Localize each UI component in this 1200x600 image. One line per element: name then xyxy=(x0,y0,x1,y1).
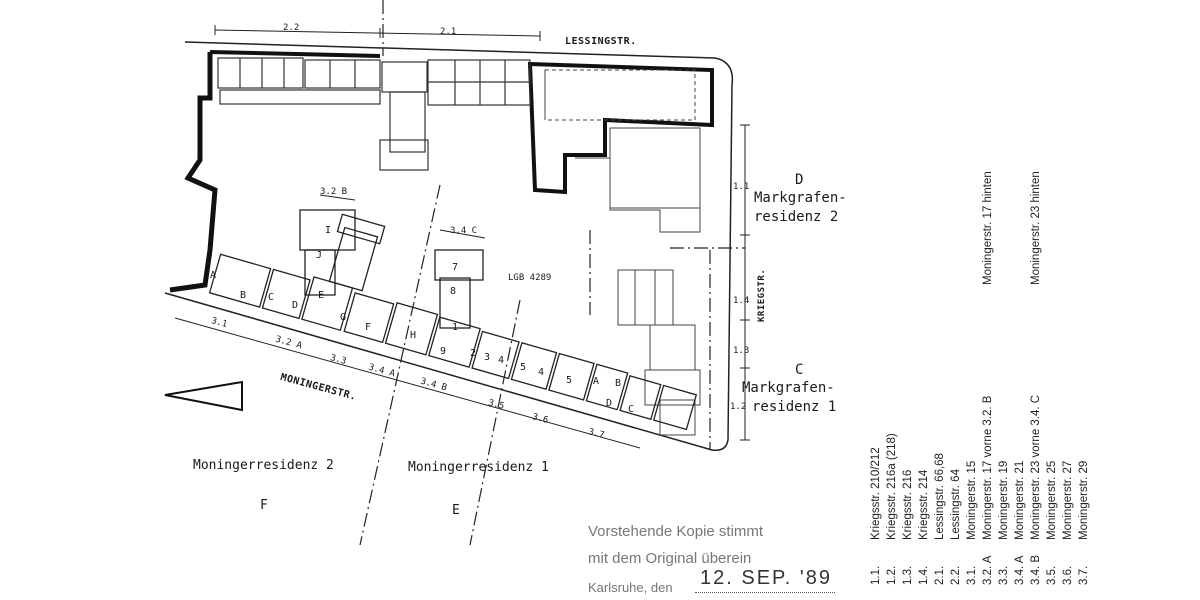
legend-code: 3.2. A xyxy=(982,555,994,585)
residence-c-line2: residenz 1 xyxy=(752,399,837,415)
legend-address: Kriegsstr. 216a (218) xyxy=(886,433,898,540)
lessingstr-edge xyxy=(184,41,716,59)
stamp-line-1: Vorstehende Kopie stimmt xyxy=(588,523,764,540)
block-boundary-west xyxy=(169,52,218,293)
residence-c-line1: Markgrafen- xyxy=(742,380,835,396)
zone-f-letter: F xyxy=(260,498,268,513)
residence-d-line2: residenz 2 xyxy=(754,209,839,225)
unit-label: 7 xyxy=(452,262,459,273)
unit-label: C xyxy=(268,292,275,303)
dim-right-3: 1.3 xyxy=(733,346,750,356)
zone-dividers xyxy=(359,0,745,546)
residence-d-letter: D xyxy=(795,172,804,188)
unit-label: I xyxy=(325,225,332,236)
unit-label: 8 xyxy=(450,286,457,297)
residence-moninger-1: Moningerresidenz 1 xyxy=(408,460,549,475)
unit-label: 9 xyxy=(440,346,447,357)
legend-address: Kriegsstr. 210/212 xyxy=(870,447,882,540)
legend-code: 3.4. B xyxy=(1030,554,1042,585)
stamp-line-3-prefix: Karlsruhe, den xyxy=(588,580,673,595)
unit-label: B xyxy=(240,290,247,301)
dim-top-2: 2.1 xyxy=(440,27,457,37)
south-buildings xyxy=(208,213,698,431)
unit-label: D xyxy=(606,398,613,409)
legend-code: 2.2. xyxy=(950,565,962,585)
legend-code: 3.6. xyxy=(1062,565,1074,585)
legend-code: 1.1. xyxy=(870,565,882,585)
unit-label: 2 xyxy=(470,348,477,359)
legend-address: Moningerstr. 29 xyxy=(1078,460,1090,540)
unit-label: E xyxy=(318,290,325,301)
kriegstr-edge xyxy=(711,57,734,452)
legend-address: Kriegsstr. 216 xyxy=(902,469,914,540)
legend-address: Moningerstr. 27 xyxy=(1062,460,1074,540)
courtyard-wings xyxy=(299,209,484,329)
unit-label: J xyxy=(316,250,323,261)
legend-address-rear: Moningerstr. 23 hinten xyxy=(1030,171,1042,285)
legend-address: Lessingstr. 66,68 xyxy=(934,453,946,540)
legend-address: Moningerstr. 17 vorne 3.2. B xyxy=(982,395,994,540)
east-buildings xyxy=(617,269,701,436)
legend-code: 3.7. xyxy=(1078,565,1090,585)
legend-code: 3.5. xyxy=(1046,565,1058,585)
legend-address: Moningerstr. 19 xyxy=(998,460,1010,540)
unit-label: B xyxy=(615,378,622,389)
legend-address: Moningerstr. 23 vorne 3.4. C xyxy=(1030,394,1042,540)
unit-label: H xyxy=(410,330,417,341)
unit-label: F xyxy=(365,322,372,333)
dim-right-2: 1.4 xyxy=(733,296,750,306)
stamp-date-underline xyxy=(695,592,835,593)
unit-label: 5 xyxy=(566,375,573,386)
legend-address: Kriegsstr. 214 xyxy=(918,469,930,540)
legend-address-rear: Moningerstr. 17 hinten xyxy=(982,171,994,285)
legend-code: 3.1. xyxy=(966,565,978,585)
residence-d-line1: Markgrafen- xyxy=(754,190,847,206)
unit-label: A xyxy=(210,270,217,281)
legend-code: 1.2. xyxy=(886,565,898,585)
north-buildings xyxy=(217,57,531,171)
zone-e-letter: E xyxy=(452,503,460,518)
dim-right-1: 1.1 xyxy=(733,182,750,192)
dimension-lines xyxy=(174,25,750,449)
block-boundary-north xyxy=(209,50,381,58)
unit-label: A xyxy=(593,376,600,387)
unit-label: D xyxy=(292,300,299,311)
street-label-east: KRIEGSTR. xyxy=(757,268,767,322)
unit-label: C xyxy=(628,404,635,415)
legend-address: Lessingstr. 64 xyxy=(950,469,962,540)
legend-address: Moningerstr. 15 xyxy=(966,460,978,540)
moningerstr-edge xyxy=(164,292,713,451)
dim-inner-1: 3.2 B xyxy=(320,187,348,197)
stamp-date: 12. SEP. '89 xyxy=(700,567,832,589)
north-arrow-icon xyxy=(164,380,243,412)
unit-label: 1 xyxy=(452,322,459,333)
legend-code: 1.3. xyxy=(902,565,914,585)
legend-code: 3.3. xyxy=(998,565,1010,585)
plot-id: LGB 4289 xyxy=(508,273,552,283)
legend-address: Moningerstr. 21 xyxy=(1014,460,1026,540)
legend-code: 2.1. xyxy=(934,565,946,585)
residence-moninger-2: Moningerresidenz 2 xyxy=(193,458,334,473)
unit-label: 4 xyxy=(538,367,545,378)
dim-inner-2: 3.4 C xyxy=(450,226,478,236)
residence-c-letter: C xyxy=(795,362,804,378)
stamp-line-2: mit dem Original überein xyxy=(588,550,752,567)
street-label-north: LESSINGSTR. xyxy=(565,36,637,47)
unit-label: 5 xyxy=(520,362,527,373)
legend-address: Moningerstr. 25 xyxy=(1046,460,1058,540)
northeast-buildings xyxy=(544,69,701,233)
dim-right-4: 1.2 xyxy=(730,402,747,412)
legend-code: 1.4. xyxy=(918,565,930,585)
unit-label: 4 xyxy=(498,355,505,366)
unit-label: G xyxy=(340,312,347,323)
block-boundary-northeast xyxy=(527,61,714,195)
unit-label: 3 xyxy=(484,352,491,363)
legend-code: 3.4. A xyxy=(1014,555,1026,585)
dim-top-1: 2.2 xyxy=(283,23,300,33)
